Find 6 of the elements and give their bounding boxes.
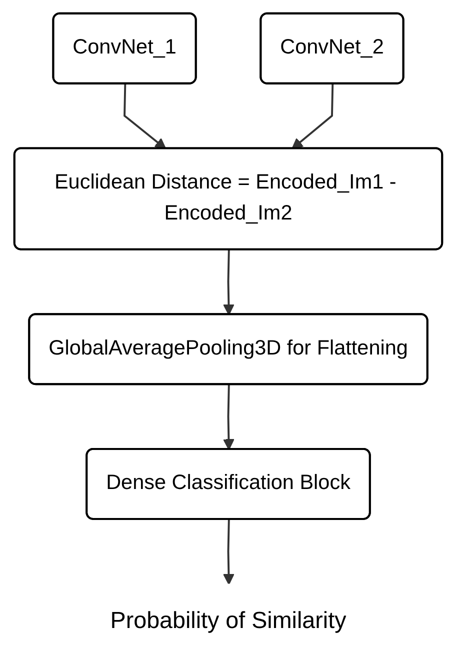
arrow (222, 520, 234, 585)
arrow (291, 84, 334, 150)
arrow (222, 250, 234, 316)
node-text: Probability of Similarity (110, 607, 346, 633)
arrow (123, 84, 166, 150)
arrow (222, 384, 234, 450)
